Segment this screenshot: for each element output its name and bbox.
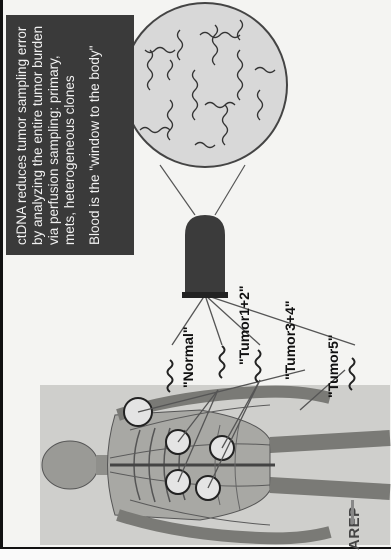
logo-subline: [351, 500, 354, 524]
human-anatomy-figure: [40, 385, 390, 545]
arep-logo: AREP: [346, 506, 363, 550]
label-tumor1-2: "Tumor1+2": [236, 285, 252, 365]
magnify-cone: [160, 165, 245, 215]
summary-text-box: ctDNA reduces tumor sampling error by an…: [6, 15, 134, 255]
blood-tube-icon: [182, 215, 228, 298]
summary-tagline: Blood is the "window to the body": [87, 25, 103, 245]
label-tumor3-4: "Tumor3+4": [282, 300, 298, 380]
label-tumor5: "Tumor5": [325, 334, 341, 398]
label-normal: "Normal": [180, 326, 196, 388]
dna-fragments-magnified-icon: [123, 3, 287, 167]
summary-paragraph: ctDNA reduces tumor sampling error by an…: [14, 25, 78, 245]
